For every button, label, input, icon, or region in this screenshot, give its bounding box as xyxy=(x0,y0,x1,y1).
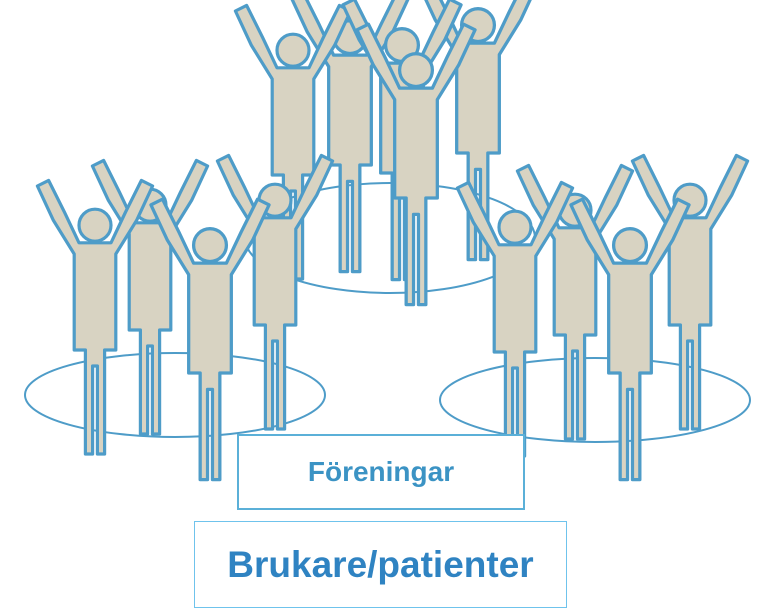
users-patients-box: Brukare/patienter xyxy=(194,521,567,608)
right-group-platform xyxy=(439,357,751,443)
users-patients-label: Brukare/patienter xyxy=(227,543,534,585)
associations-box: Föreningar xyxy=(237,434,525,510)
associations-label: Föreningar xyxy=(307,456,455,487)
